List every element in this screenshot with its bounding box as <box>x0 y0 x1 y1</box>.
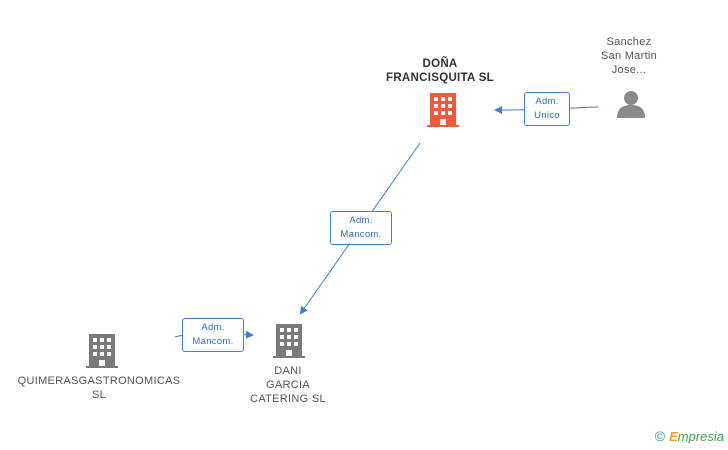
brand-initial: E <box>669 429 678 444</box>
node-label-line: QUIMERASGASTRONOMICAS <box>17 375 181 387</box>
node-label-quimeras[interactable]: QUIMERASGASTRONOMICAS SL <box>14 374 184 402</box>
person-icon[interactable] <box>617 90 645 118</box>
edge-label-adm-mancom[interactable]: Adm. Mancom. <box>330 211 392 245</box>
node-label-sanchez[interactable]: Sanchez San Martin Jose... <box>584 35 674 77</box>
edge-label-line: Adm. <box>349 215 373 226</box>
empresia-logo[interactable]: ©Empresia <box>655 428 724 444</box>
node-label-line: DANI <box>274 365 302 377</box>
building-icon[interactable] <box>86 334 118 368</box>
node-label-line: Sanchez <box>606 36 652 48</box>
building-icon[interactable] <box>273 324 305 358</box>
edge-label-line: Mancom. <box>340 229 382 240</box>
edge-label-adm-unico[interactable]: Adm. Unico <box>524 92 570 126</box>
node-label-line: DOÑA <box>422 58 458 70</box>
edge-label-line: Adm. <box>535 96 559 107</box>
node-label-line: CATERING SL <box>250 393 326 405</box>
building-icon[interactable] <box>427 93 459 127</box>
edge-label-line: Adm. <box>201 322 225 333</box>
node-label-line: Jose... <box>611 64 647 76</box>
edge-label-adm-mancom[interactable]: Adm. Mancom. <box>182 318 244 352</box>
edge-label-line: Unico <box>534 110 560 121</box>
node-label-line: San Martin <box>600 50 658 62</box>
edge-label-line: Mancom. <box>192 336 234 347</box>
copyright-symbol: © <box>654 428 666 444</box>
node-label-dona-francisquita[interactable]: DOÑA FRANCISQUITA SL <box>370 57 510 85</box>
node-label-dani-garcia[interactable]: DANI GARCIA CATERING SL <box>236 364 340 406</box>
node-label-line: GARCIA <box>266 379 310 391</box>
node-label-line: FRANCISQUITA SL <box>386 72 494 84</box>
node-label-line: SL <box>91 389 107 401</box>
brand-name: mpresia <box>677 429 724 444</box>
